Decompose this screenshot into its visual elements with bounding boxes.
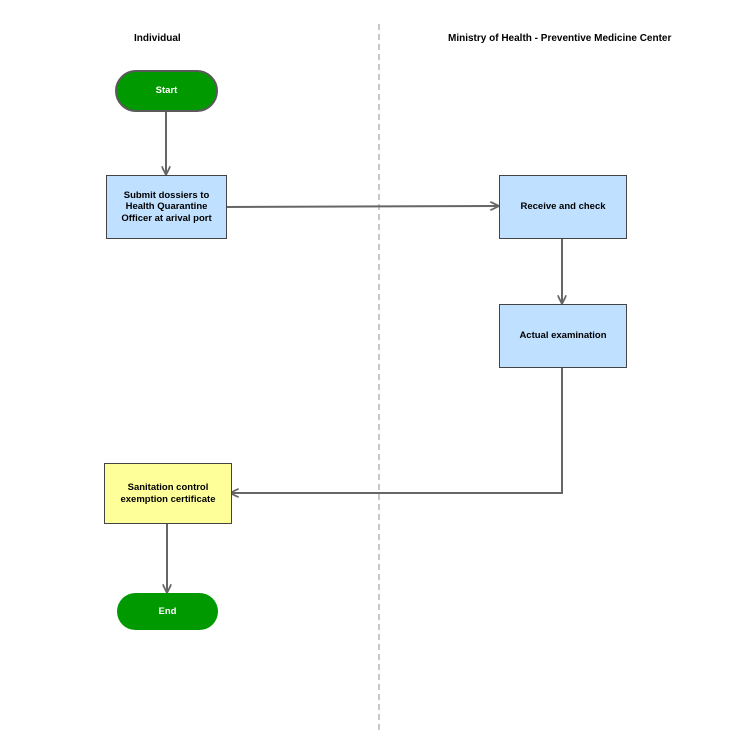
actual-examination-label: Actual examination <box>519 330 607 342</box>
receive-check-label: Receive and check <box>520 201 606 213</box>
certificate-label: Sanitation control exemption certificate <box>120 482 216 505</box>
connector-examination-to-certificate <box>231 367 563 493</box>
receive-check-process[interactable]: Receive and check <box>499 175 627 239</box>
lane-title-ministry: Ministry of Health - Preventive Medicine… <box>448 33 672 44</box>
lane-title-individual: Individual <box>134 33 181 44</box>
end-terminal[interactable]: End <box>117 593 218 630</box>
lane-divider <box>378 24 380 730</box>
end-label: End <box>158 605 177 617</box>
connector-submit-to-receive <box>225 206 498 207</box>
start-label: Start <box>155 85 178 97</box>
start-terminal[interactable]: Start <box>115 70 218 112</box>
submit-dossiers-process[interactable]: Submit dossiers to Health Quarantine Off… <box>106 175 227 239</box>
certificate-document[interactable]: Sanitation control exemption certificate <box>104 463 232 524</box>
actual-examination-process[interactable]: Actual examination <box>499 304 627 368</box>
submit-dossiers-label: Submit dossiers to Health Quarantine Off… <box>121 189 212 224</box>
